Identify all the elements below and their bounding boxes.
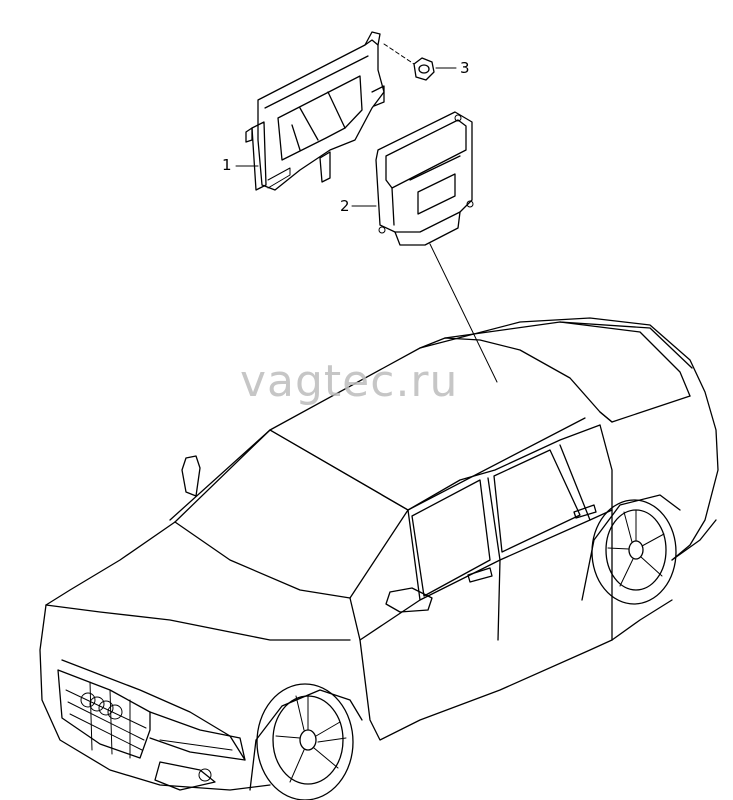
callout-3: 3 xyxy=(460,59,470,77)
callout-2: 2 xyxy=(340,197,350,215)
watermark-text: vagtec.ru xyxy=(240,356,459,407)
rear-wheel xyxy=(591,499,677,605)
nut-part-3 xyxy=(383,43,457,81)
callout-1: 1 xyxy=(222,156,232,174)
front-wheel xyxy=(256,683,354,800)
control-unit-part-2 xyxy=(351,111,498,383)
car-body xyxy=(39,317,719,791)
bracket-part-1 xyxy=(245,31,385,191)
